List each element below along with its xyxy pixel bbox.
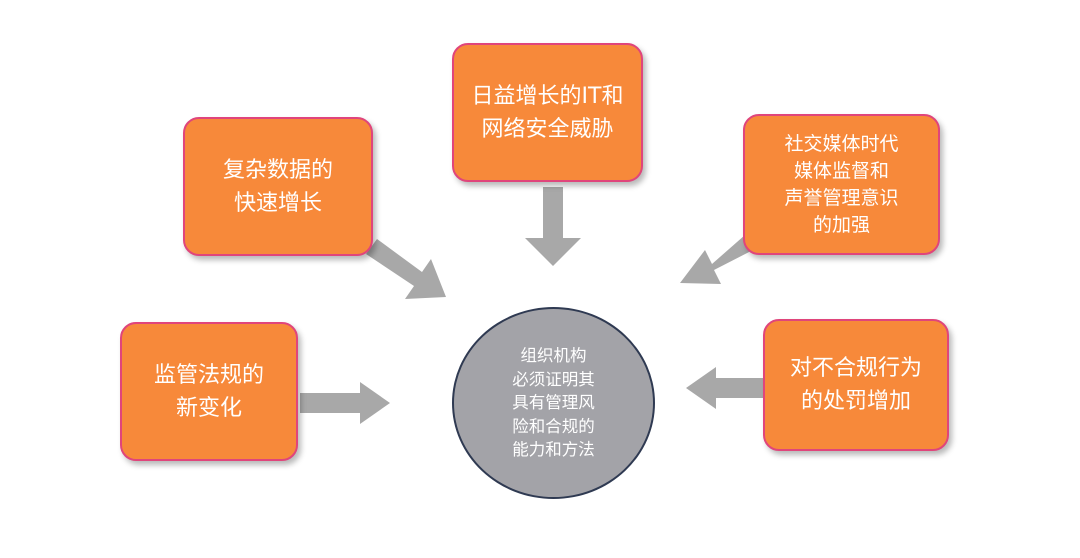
- factor-box-data-growth-text: 复杂数据的 快速增长: [222, 157, 333, 216]
- arrow-penalties: [686, 367, 764, 409]
- factor-box-penalties: 对不合规行为 的处罚增加: [763, 319, 949, 451]
- factor-box-social-media: 社交媒体时代 媒体监督和 声誉管理意识 的加强: [743, 114, 940, 255]
- arrow-data-growth: [366, 239, 446, 299]
- factor-box-penalties-text: 对不合规行为 的处罚增加: [789, 356, 922, 414]
- factor-box-it-security: 日益增长的IT和 网络安全威胁: [452, 43, 643, 182]
- factor-box-regulations: 监管法规的 新变化: [120, 322, 298, 461]
- center-circle-text: 组织机构 必须证明其 具有管理风 险和合规的 能力和方法: [512, 346, 595, 460]
- arrow-it-security: [525, 187, 581, 266]
- arrow-social-media: [680, 235, 753, 284]
- center-circle: 组织机构 必须证明其 具有管理风 险和合规的 能力和方法: [452, 307, 655, 499]
- arrow-regulations: [300, 382, 390, 424]
- factor-box-data-growth: 复杂数据的 快速增长: [183, 117, 373, 256]
- factor-box-it-security-text: 日益增长的IT和 网络安全威胁: [471, 83, 624, 142]
- factor-box-regulations-text: 监管法规的 新变化: [153, 362, 264, 421]
- factor-box-social-media-text: 社交媒体时代 媒体监督和 声誉管理意识 的加强: [784, 132, 899, 236]
